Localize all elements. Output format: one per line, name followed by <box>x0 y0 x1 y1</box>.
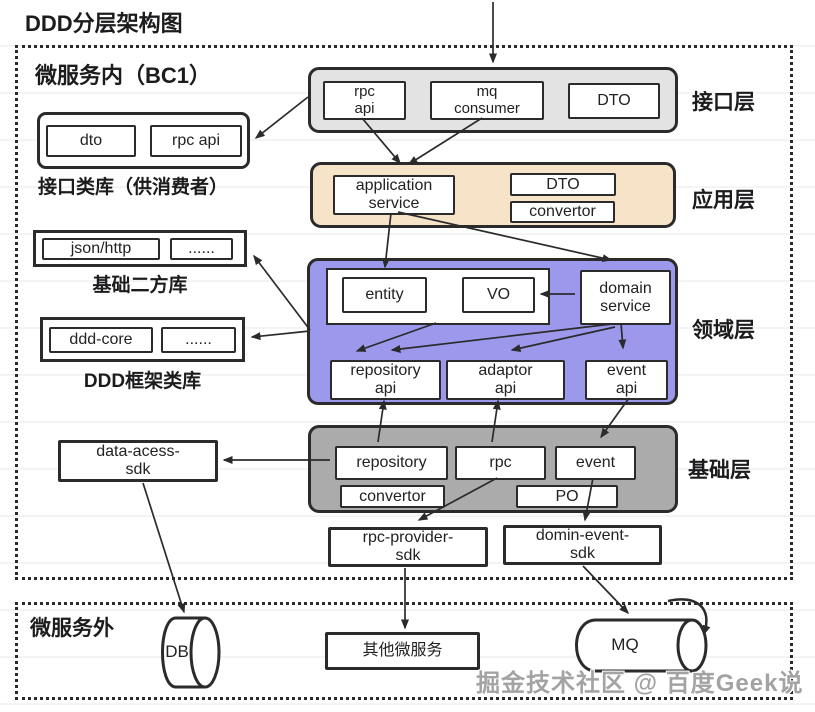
outside-microservice-zone <box>15 602 793 700</box>
event-impl-box: event <box>555 446 636 480</box>
rpc-impl-box: rpc <box>455 446 546 480</box>
interface-lib-dto-box: dto <box>46 125 136 157</box>
page-title: DDD分层架构图 <box>25 11 183 36</box>
data-acess-sdk-box: data-acess- sdk <box>58 440 218 482</box>
interface-lib-group: dto rpc api <box>37 112 250 169</box>
repository-impl-box: repository <box>335 446 448 480</box>
vo-box: VO <box>462 277 535 313</box>
ddd-lib-more-box: ...... <box>161 327 236 353</box>
infrastructure-convertor-box: convertor <box>340 485 445 508</box>
repository-api-box: repository api <box>330 360 441 400</box>
entity-vo-group: entity VO <box>326 268 550 325</box>
watermark: 掘金技术社区 @ 百度Geek说 <box>476 670 804 697</box>
interface-lib-label: 接口类库（供消费者） <box>38 177 229 198</box>
domain-layer-label: 领域层 <box>692 319 755 342</box>
ddd-lib-group: ddd-core ...... <box>40 317 245 362</box>
db-label: DB <box>165 642 189 661</box>
outside-microservice-label: 微服务外 <box>30 617 114 640</box>
inside-microservice-label: 微服务内（BC1） <box>35 63 212 88</box>
interface-layer-label: 接口层 <box>692 91 755 114</box>
application-layer-label: 应用层 <box>692 189 755 212</box>
rpc-api-box: rpc api <box>323 81 406 120</box>
base-lib-group: json/http ...... <box>33 230 247 267</box>
infrastructure-layer-label: 基础层 <box>688 459 751 482</box>
interface-lib-rpc-api-box: rpc api <box>150 125 242 157</box>
inside-microservice-zone <box>15 45 793 580</box>
application-dto-box: DTO <box>510 173 616 196</box>
json-http-box: json/http <box>42 238 160 260</box>
entity-box: entity <box>342 277 427 313</box>
interface-layer: rpc api mq consumer DTO <box>308 67 678 133</box>
domin-event-sdk-box: domin-event- sdk <box>503 525 662 565</box>
application-convertor-box: convertor <box>510 201 615 223</box>
ddd-lib-label: DDD框架类库 <box>83 371 202 392</box>
domain-layer: entity VO domain service repository api … <box>307 258 678 405</box>
application-layer: application service DTO convertor <box>310 162 676 228</box>
mq-label: MQ <box>611 635 639 654</box>
other-microservice-box: 其他微服务 <box>325 632 480 670</box>
application-service-box: application service <box>333 175 455 215</box>
adaptor-api-box: adaptor api <box>446 360 565 400</box>
mq-consumer-box: mq consumer <box>430 81 544 120</box>
rpc-provider-sdk-box: rpc-provider- sdk <box>328 527 488 567</box>
event-api-box: event api <box>585 360 668 400</box>
ddd-core-box: ddd-core <box>49 327 153 353</box>
domain-service-box: domain service <box>580 270 671 325</box>
infrastructure-layer: repository rpc event convertor PO <box>308 425 678 513</box>
interface-dto-box: DTO <box>568 83 660 119</box>
base-lib-label: 基础二方库 <box>92 275 188 296</box>
po-box: PO <box>516 485 618 508</box>
base-lib-more-box: ...... <box>170 238 233 260</box>
